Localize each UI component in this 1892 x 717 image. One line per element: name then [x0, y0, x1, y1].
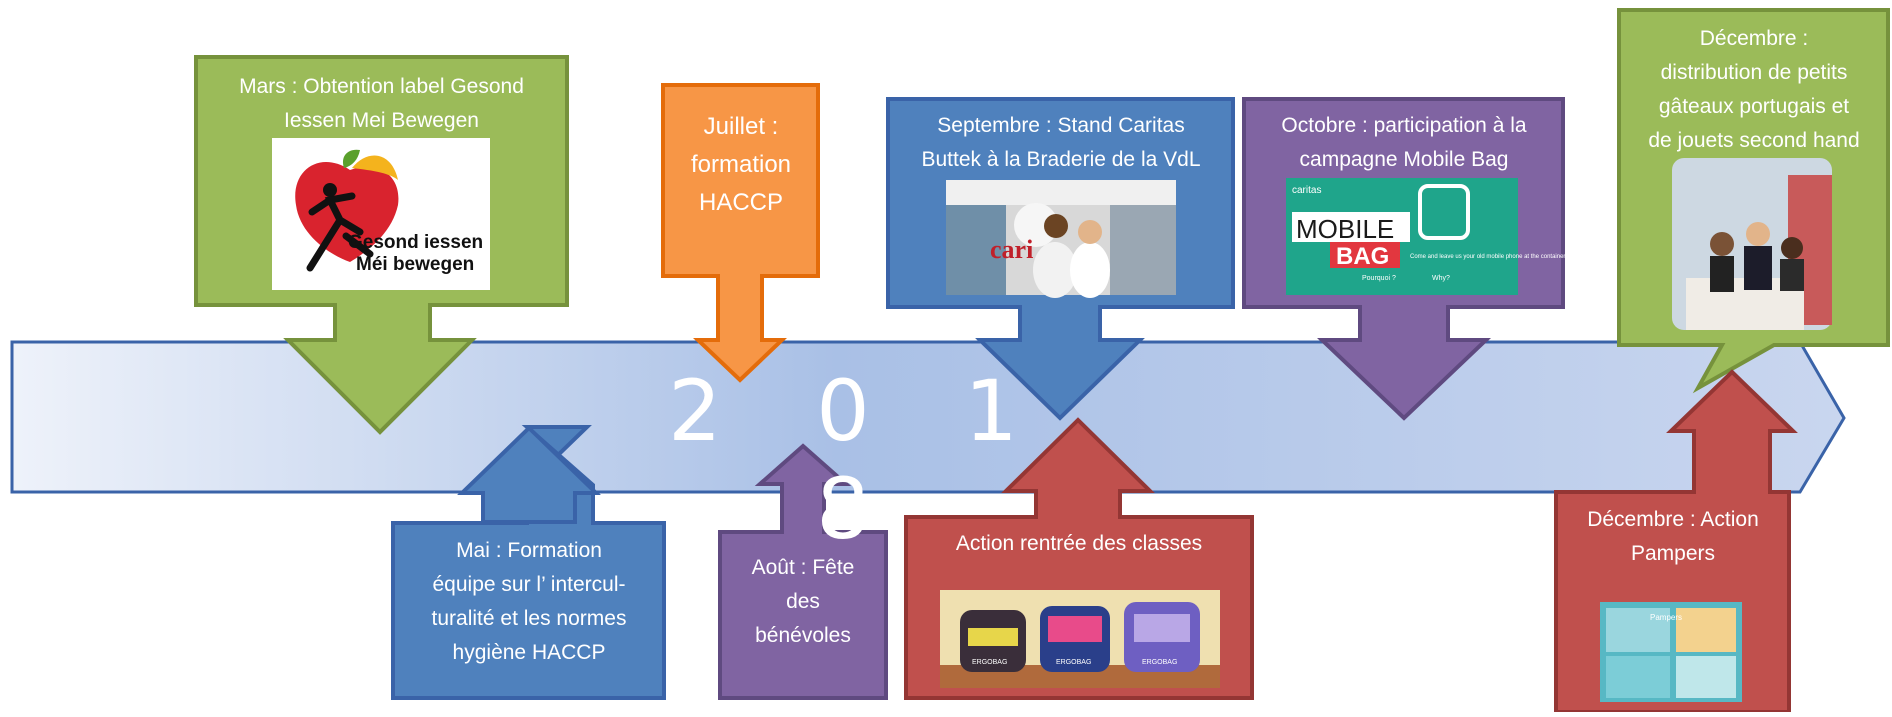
- mobile-bag-title: MOBILE: [1296, 214, 1394, 244]
- distribution-photo: [1672, 158, 1832, 330]
- school-bags-photo: ERGOBAG ERGOBAG ERGOBAG: [940, 590, 1220, 688]
- label-aout: Août : Fête des bénévoles: [751, 556, 855, 647]
- label-octobre: Octobre : participation à la campagne Mo…: [1281, 114, 1527, 171]
- logo-text-line1: Gesond iessen: [348, 232, 483, 253]
- pampers-photo: Pampers: [1600, 602, 1742, 702]
- caritas-banner-text: cari: [990, 235, 1033, 264]
- bag-label-2: ERGOBAG: [1056, 659, 1091, 666]
- label-juillet: Juillet : formation HACCP: [690, 113, 792, 216]
- callout-aout: [718, 443, 888, 700]
- caritas-stand-photo: cari: [946, 180, 1176, 298]
- mobile-bag-subtitle: BAG: [1336, 243, 1389, 270]
- callout-juillet: [661, 83, 820, 383]
- label-mars: Mars : Obtention label Gesond Iessen Mei…: [239, 75, 524, 132]
- mobile-bag-pourquoi: Pourquoi ?: [1362, 275, 1396, 282]
- year-label: 2 0 1 8: [668, 362, 1052, 558]
- mobile-bag-tagline: Come and leave us your old mobile phone …: [1410, 254, 1565, 260]
- bag-label-3: ERGOBAG: [1142, 659, 1177, 666]
- label-rentree: Action rentrée des classes: [955, 532, 1203, 555]
- label-decembre-distribution: Décembre : distribution de petits gâteau…: [1648, 27, 1860, 152]
- mobile-bag-poster: caritas MOBILE BAG Come and leave us you…: [1286, 178, 1565, 295]
- mai-arrow-head: [457, 425, 601, 524]
- mobile-bag-why: Why?: [1432, 275, 1450, 282]
- label-septembre: Septembre : Stand Caritas Buttek à la Br…: [921, 114, 1201, 171]
- logo-text-line2: Méi bewegen: [356, 254, 474, 275]
- mobile-bag-brand: caritas: [1292, 185, 1321, 196]
- label-mai: Mai : Formation équipe sur l’ intercul- …: [431, 539, 627, 664]
- label-decembre-pampers: Décembre : Action Pampers: [1587, 508, 1759, 565]
- bag-label-1: ERGOBAG: [972, 659, 1007, 666]
- pampers-brand: Pampers: [1650, 613, 1682, 622]
- gesond-iessen-logo: Gesond iessen Méi bewegen: [295, 149, 483, 275]
